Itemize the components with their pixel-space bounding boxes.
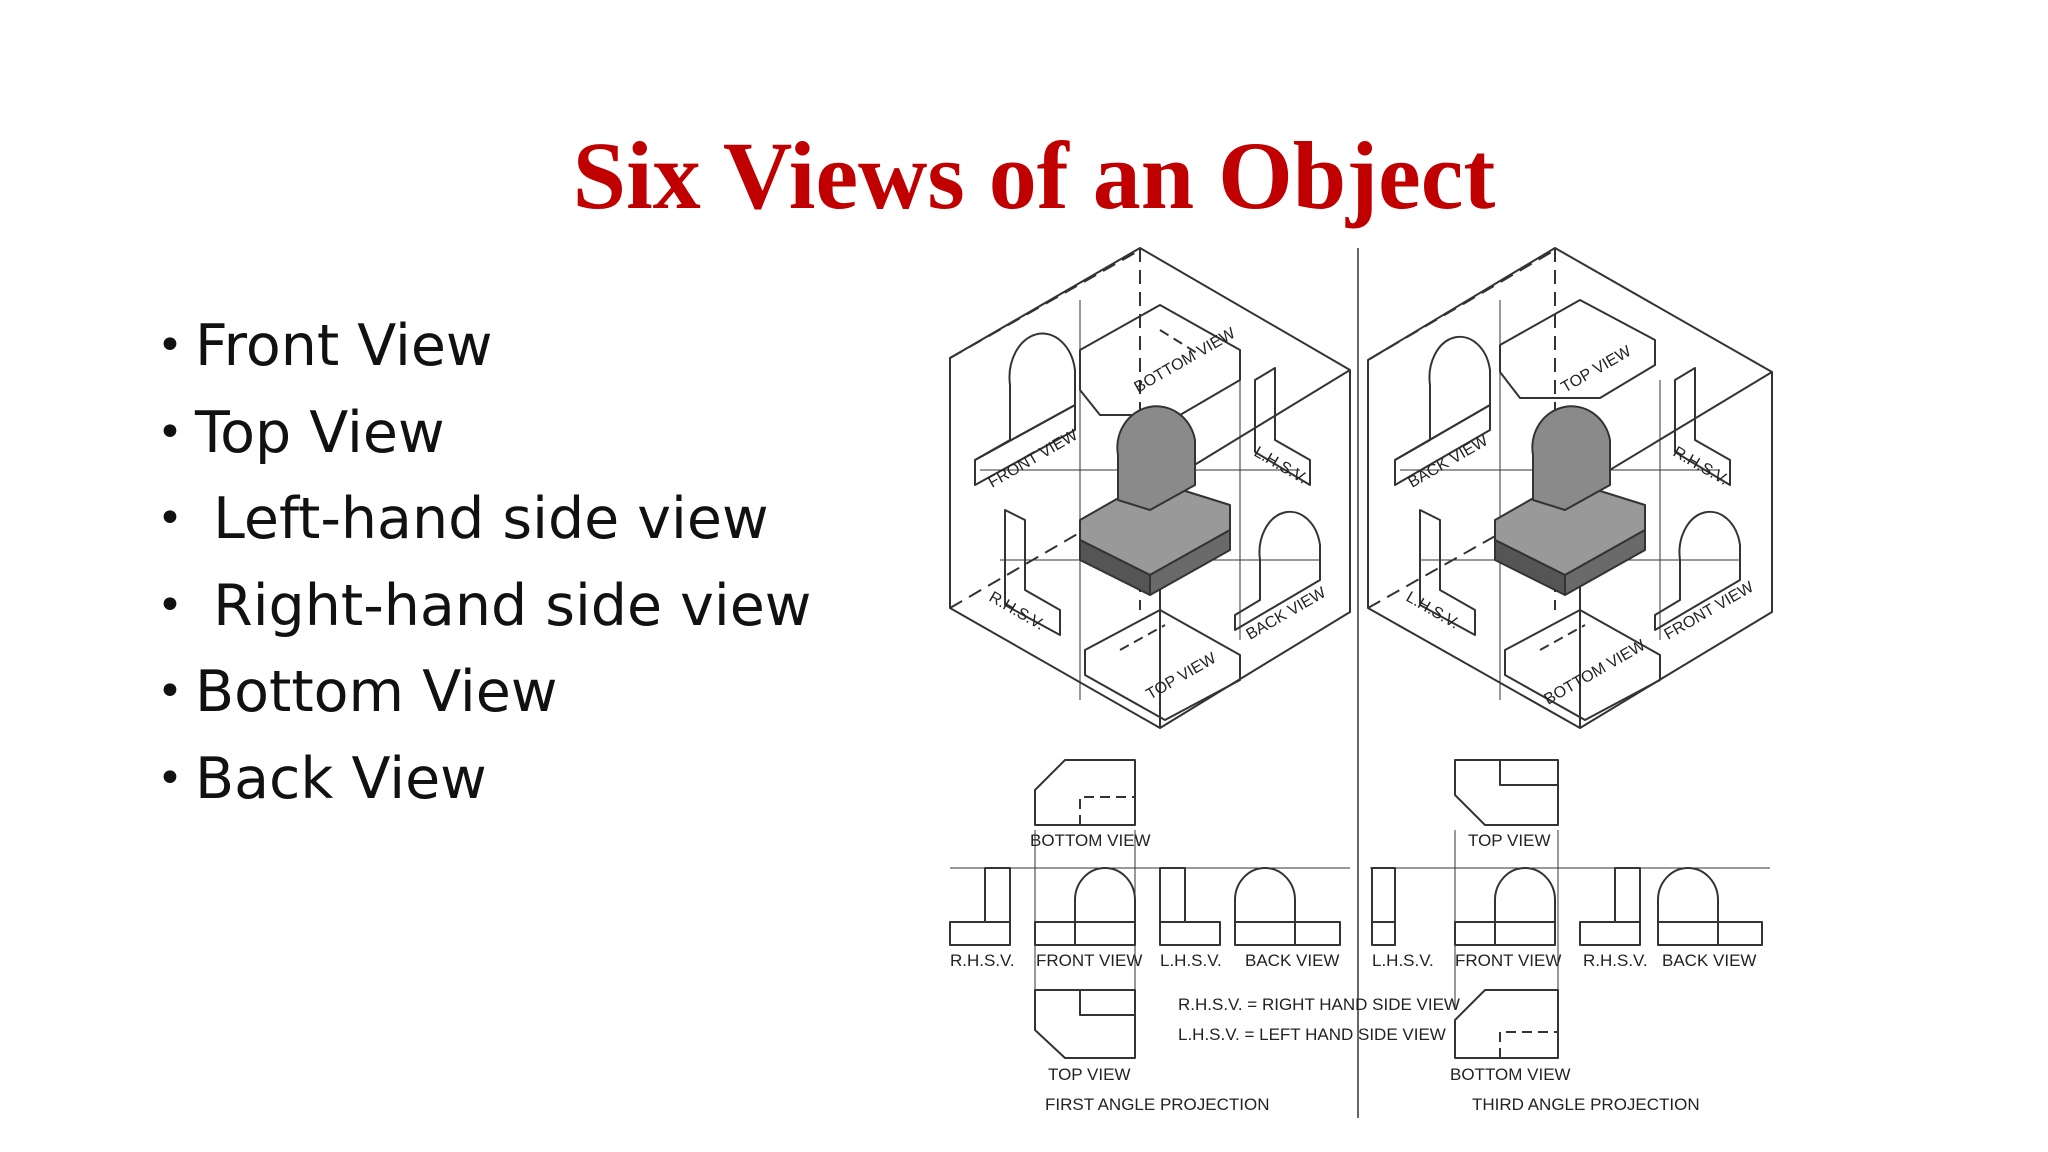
iso-bottom-view-shape bbox=[1504, 609, 1661, 721]
ortho-bottom-view-shape bbox=[1034, 759, 1136, 826]
bullet-text: Left-hand side view bbox=[195, 486, 769, 552]
third-angle-orthographic: TOP VIEW L.H.S.V. FRONT VIEW R.H.S.V. BA… bbox=[1370, 759, 1770, 1114]
iso-front-view-shape bbox=[974, 332, 1076, 461]
iso-box-edge bbox=[1367, 249, 1556, 361]
ortho-label-bottom-view: BOTTOM VIEW bbox=[1450, 1065, 1571, 1084]
ortho-rhsv-shape bbox=[1579, 867, 1641, 946]
iso-rhsv-shape bbox=[1674, 367, 1731, 486]
bullet-dot-icon: • bbox=[157, 493, 183, 544]
iso-front-view-shape bbox=[1654, 510, 1741, 631]
iso-label-bottom-view: BOTTOM VIEW bbox=[1132, 325, 1240, 397]
bullet-dot-icon: • bbox=[157, 406, 183, 458]
bullet-bottom-view: •Bottom View bbox=[155, 656, 811, 743]
iso-label-rhsv: R.H.S.V. bbox=[1670, 444, 1731, 489]
iso-label-front-view: FRONT VIEW bbox=[1662, 578, 1758, 643]
solid-arch bbox=[1116, 405, 1196, 511]
third-angle-iso-box: TOP VIEW BACK VIEW R.H.S.V. L.H.S.V. FRO… bbox=[1367, 247, 1773, 729]
iso-lhsv-shape bbox=[1254, 367, 1311, 486]
ortho-label-lhsv: L.H.S.V. bbox=[1160, 951, 1222, 970]
iso-bottom-view-shape bbox=[1079, 304, 1241, 416]
first-angle-caption: FIRST ANGLE PROJECTION bbox=[1045, 1095, 1270, 1114]
iso-top-view-shape bbox=[1084, 609, 1241, 721]
ortho-back-view-shape bbox=[1657, 867, 1763, 946]
ortho-label-back-view: BACK VIEW bbox=[1245, 951, 1339, 970]
ortho-front-view-shape bbox=[1454, 867, 1556, 946]
bullet-text: Front View bbox=[195, 313, 493, 379]
slide-title: Six Views of an Object bbox=[572, 122, 1496, 229]
iso-hidden-line bbox=[1119, 624, 1166, 651]
ortho-label-bottom-view: BOTTOM VIEW bbox=[1030, 831, 1151, 850]
bullet-top-view: •Top View bbox=[155, 397, 811, 484]
iso-label-lhsv: L.H.S.V. bbox=[1251, 444, 1310, 488]
ortho-label-front-view: FRONT VIEW bbox=[1455, 951, 1561, 970]
bullet-dot-icon: • bbox=[157, 752, 183, 804]
iso-label-lhsv: L.H.S.V. bbox=[1403, 589, 1462, 633]
iso-label-top-view: TOP VIEW bbox=[1144, 649, 1221, 703]
iso-back-view-shape bbox=[1234, 510, 1321, 631]
bullet-text: Bottom View bbox=[195, 659, 558, 725]
iso-hidden-line bbox=[1539, 624, 1586, 651]
solid-side-face bbox=[1564, 529, 1646, 596]
ortho-line bbox=[1499, 760, 1558, 786]
bullet-list: •Front View •Top View • Left-hand side v… bbox=[155, 310, 811, 829]
iso-label-front-view: FRONT VIEW bbox=[986, 426, 1082, 491]
bullet-left-hand-side-view: • Left-hand side view bbox=[155, 483, 811, 570]
iso-rhsv-shape bbox=[1004, 509, 1061, 636]
ortho-label-front-view: FRONT VIEW bbox=[1036, 951, 1142, 970]
ortho-lhsv-shape bbox=[1371, 867, 1396, 946]
ortho-label-lhsv: L.H.S.V. bbox=[1372, 951, 1434, 970]
ortho-front-view-shape bbox=[1034, 867, 1136, 946]
ortho-label-top-view: TOP VIEW bbox=[1048, 1065, 1131, 1084]
iso-label-back-view: BACK VIEW bbox=[1244, 584, 1330, 644]
bullet-dot-icon: • bbox=[157, 579, 183, 631]
ortho-lhsv-shape bbox=[1159, 867, 1221, 946]
bullet-text: Top View bbox=[195, 399, 445, 466]
ortho-hidden-line bbox=[1079, 796, 1135, 825]
iso-label-top-view: TOP VIEW bbox=[1559, 342, 1636, 396]
ortho-label-back-view: BACK VIEW bbox=[1662, 951, 1756, 970]
first-angle-orthographic: BOTTOM VIEW R.H.S.V. FRONT VIEW L.H.S.V.… bbox=[949, 759, 1350, 1114]
bullet-dot-icon: • bbox=[157, 666, 183, 717]
ortho-line bbox=[1079, 990, 1135, 1016]
ortho-back-view-shape bbox=[1234, 867, 1341, 946]
bullet-text: Right-hand side view bbox=[195, 572, 812, 639]
iso-lhsv-shape bbox=[1419, 509, 1476, 636]
ortho-top-view-shape bbox=[1454, 759, 1559, 826]
legend-rhsv: R.H.S.V. = RIGHT HAND SIDE VIEW bbox=[1178, 995, 1460, 1014]
iso-top-view-shape bbox=[1499, 299, 1656, 399]
iso-label-bottom-view: BOTTOM VIEW bbox=[1542, 637, 1650, 709]
iso-back-view-base bbox=[1394, 404, 1491, 486]
first-angle-iso-box: BOTTOM VIEW FRONT VIEW L.H.S.V. R.H.S.V.… bbox=[949, 247, 1351, 729]
bullet-right-hand-side-view: • Right-hand side view bbox=[155, 570, 811, 657]
iso-box-edge bbox=[949, 249, 1141, 359]
iso-front-view-base bbox=[974, 404, 1076, 486]
ortho-top-view-shape bbox=[1034, 989, 1136, 1059]
ortho-rhsv-shape bbox=[949, 867, 1011, 946]
iso-label-rhsv: R.H.S.V. bbox=[986, 589, 1047, 634]
solid-side-face bbox=[1149, 529, 1231, 596]
ortho-bottom-view-shape bbox=[1454, 989, 1559, 1059]
bullet-text: Back View bbox=[195, 745, 487, 812]
ortho-label-rhsv: R.H.S.V. bbox=[1583, 951, 1648, 970]
third-angle-caption: THIRD ANGLE PROJECTION bbox=[1472, 1095, 1700, 1114]
iso-hidden-line bbox=[1159, 329, 1201, 356]
iso-back-view-shape bbox=[1394, 335, 1491, 461]
ortho-label-top-view: TOP VIEW bbox=[1468, 831, 1551, 850]
bullet-front-view: •Front View bbox=[155, 310, 811, 397]
bullet-dot-icon: • bbox=[157, 320, 183, 371]
ortho-hidden-line bbox=[1499, 1031, 1558, 1058]
legend-lhsv: L.H.S.V. = LEFT HAND SIDE VIEW bbox=[1178, 1025, 1446, 1044]
bullet-back-view: •Back View bbox=[155, 743, 811, 830]
solid-arch bbox=[1531, 405, 1611, 511]
iso-label-back-view: BACK VIEW bbox=[1406, 432, 1492, 492]
ortho-label-rhsv: R.H.S.V. bbox=[950, 951, 1015, 970]
